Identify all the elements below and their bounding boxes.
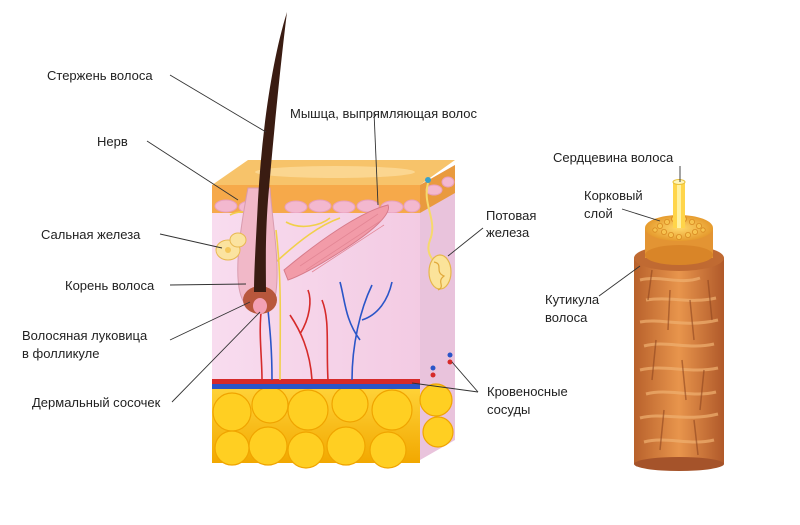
cuticle-texture <box>639 276 719 444</box>
arrector-muscle <box>283 204 389 281</box>
label-sebaceous-gland: Сальная железа <box>41 227 141 242</box>
dermal-papilla <box>253 298 267 314</box>
label-hair-bulb-2: в фолликуле <box>22 346 100 361</box>
artery-branches <box>259 289 329 381</box>
label-blood-vessels-1: Кровеносные <box>487 384 568 399</box>
label-cortex-2: слой <box>584 206 613 221</box>
leader-sebaceous <box>159 233 223 249</box>
leader-sweat <box>447 227 484 257</box>
medulla-top <box>672 179 686 185</box>
cortex-cells <box>652 215 706 240</box>
leader-nerve <box>146 140 239 201</box>
leader-lines <box>146 74 681 403</box>
label-nerve: Нерв <box>97 134 128 149</box>
label-sweat-gland-1: Потовая <box>486 208 537 223</box>
leader-vessels-a <box>411 382 479 393</box>
vessel-dot-blue-2 <box>447 352 453 358</box>
label-hair-root: Корень волоса <box>65 278 155 293</box>
leader-root <box>169 283 247 286</box>
vessel-dot-red <box>430 372 436 378</box>
vessel-dot-blue <box>430 365 436 371</box>
cuticle-lines <box>647 269 713 456</box>
vein-branches <box>267 281 393 381</box>
hair-shaft <box>254 12 287 292</box>
artery-band <box>212 379 420 384</box>
label-hair-bulb-1: Волосяная луковица <box>22 328 148 343</box>
sebaceous-gland <box>215 232 247 261</box>
cortex-bottom-edge <box>645 245 713 265</box>
vessel-dot-red-2 <box>447 359 453 365</box>
vein-band <box>212 384 420 389</box>
label-cuticle-1: Кутикула <box>545 292 600 307</box>
leader-cortex <box>621 208 661 222</box>
label-cortex-1: Корковый <box>584 188 643 203</box>
leader-bulb <box>169 301 251 341</box>
epidermis-highlight <box>255 166 415 178</box>
hair-cross-section <box>634 179 724 471</box>
leader-muscle <box>373 111 379 206</box>
cuticle-cylinder <box>634 258 724 464</box>
muscle-striations <box>299 213 385 273</box>
leader-shaft <box>169 74 267 133</box>
label-arrector-muscle: Мышца, выпрямляющая волос <box>290 106 477 121</box>
leader-cuticle <box>598 265 641 297</box>
skin-block <box>212 12 455 469</box>
label-sweat-gland-2: железа <box>486 225 530 240</box>
medulla-highlight <box>677 182 681 228</box>
label-dermal-papilla: Дермальный сосочек <box>32 395 161 410</box>
label-cuticle-2: волоса <box>545 310 588 325</box>
sweat-gland <box>425 177 452 291</box>
fat-cells <box>212 383 454 469</box>
cylinder-bottom <box>634 457 724 471</box>
label-blood-vessels-2: сосуды <box>487 402 531 417</box>
label-medulla: Сердцевина волоса <box>553 150 674 165</box>
leader-vessels-b <box>451 361 479 393</box>
leader-papilla <box>171 311 261 403</box>
label-hair-shaft: Стержень волоса <box>47 68 153 83</box>
